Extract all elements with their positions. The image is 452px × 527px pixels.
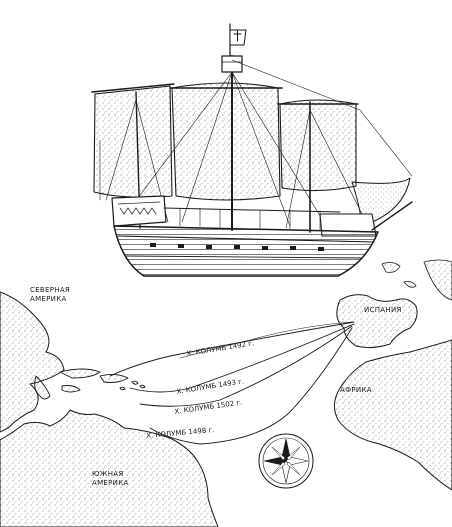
south-america-label: ЮЖНАЯ АМЕРИКА <box>92 470 129 488</box>
compass-rose-icon <box>258 433 314 489</box>
route-1498 <box>149 327 353 445</box>
north-america-label-line1: СЕВЕРНАЯ <box>30 286 71 294</box>
caravel-ship-illustration <box>91 23 413 277</box>
africa-landmass <box>334 339 452 491</box>
south-america-label-line2: АМЕРИКА <box>92 479 129 487</box>
cross-flag-icon <box>229 23 247 59</box>
north-america-label-line2: АМЕРИКА <box>30 295 67 303</box>
africa-label: АФРИКА <box>340 386 372 394</box>
south-america-landmass <box>0 409 219 527</box>
caribbean-islands <box>59 368 146 393</box>
europe-landmass <box>336 294 418 349</box>
spain-label: ИСПАНИЯ <box>364 306 402 314</box>
route-1492 <box>109 321 355 377</box>
north-america-label: СЕВЕРНАЯ АМЕРИКА <box>30 286 70 304</box>
route-1502 <box>139 325 353 407</box>
north-america-landmass <box>0 291 65 433</box>
voyage-routes <box>109 321 355 445</box>
south-america-label-line1: ЮЖНАЯ <box>92 470 124 478</box>
route-1493 <box>129 323 355 393</box>
atlantic-route-map <box>0 259 452 527</box>
